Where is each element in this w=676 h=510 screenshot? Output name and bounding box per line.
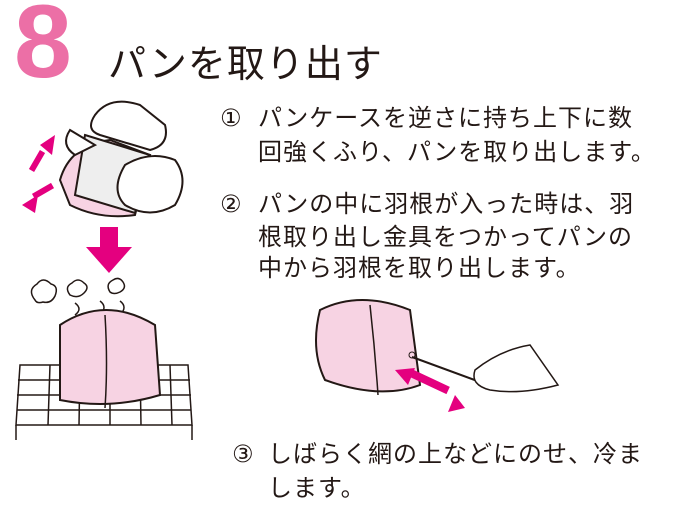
- steam-icon: [30, 277, 126, 316]
- bread-loaf: [315, 299, 422, 393]
- instruction-2-marker: ②: [220, 190, 242, 218]
- down-arrow-icon: [86, 227, 132, 273]
- instruction-3-line-1: しばらく網の上などにのせ、冷ま: [268, 440, 643, 468]
- remove-paddle-illustration: [315, 299, 560, 412]
- instruction-1-line-1: パンケースを逆さに持ち上下に数: [258, 104, 633, 132]
- instruction-1-line-2: 回強くふり、パンを取り出します。: [258, 138, 656, 166]
- bread-on-rack-illustration: [15, 277, 193, 440]
- instruction-2-line-2: 根取り出し金具をつかってパンの: [258, 223, 633, 251]
- instruction-3-marker: ③: [232, 440, 254, 468]
- step-number: 8: [14, 0, 72, 100]
- instruction-2-line-3: 中から羽根を取り出します。: [258, 254, 581, 282]
- shake-illustration: [22, 100, 184, 273]
- hand: [473, 344, 560, 393]
- instruction-3-line-2: します。: [268, 474, 366, 502]
- oven-mitts: [65, 100, 184, 214]
- instruction-2-line-1: パンの中に羽根が入った時は、羽: [258, 190, 635, 218]
- bread-loaf: [59, 309, 162, 405]
- instruction-1-marker: ①: [220, 104, 242, 132]
- step-title: パンを取り出す: [108, 42, 383, 86]
- pull-arrows-icon: [395, 368, 465, 412]
- paddle-removal-tool: [411, 356, 481, 383]
- shake-arrows-icon: [22, 135, 55, 213]
